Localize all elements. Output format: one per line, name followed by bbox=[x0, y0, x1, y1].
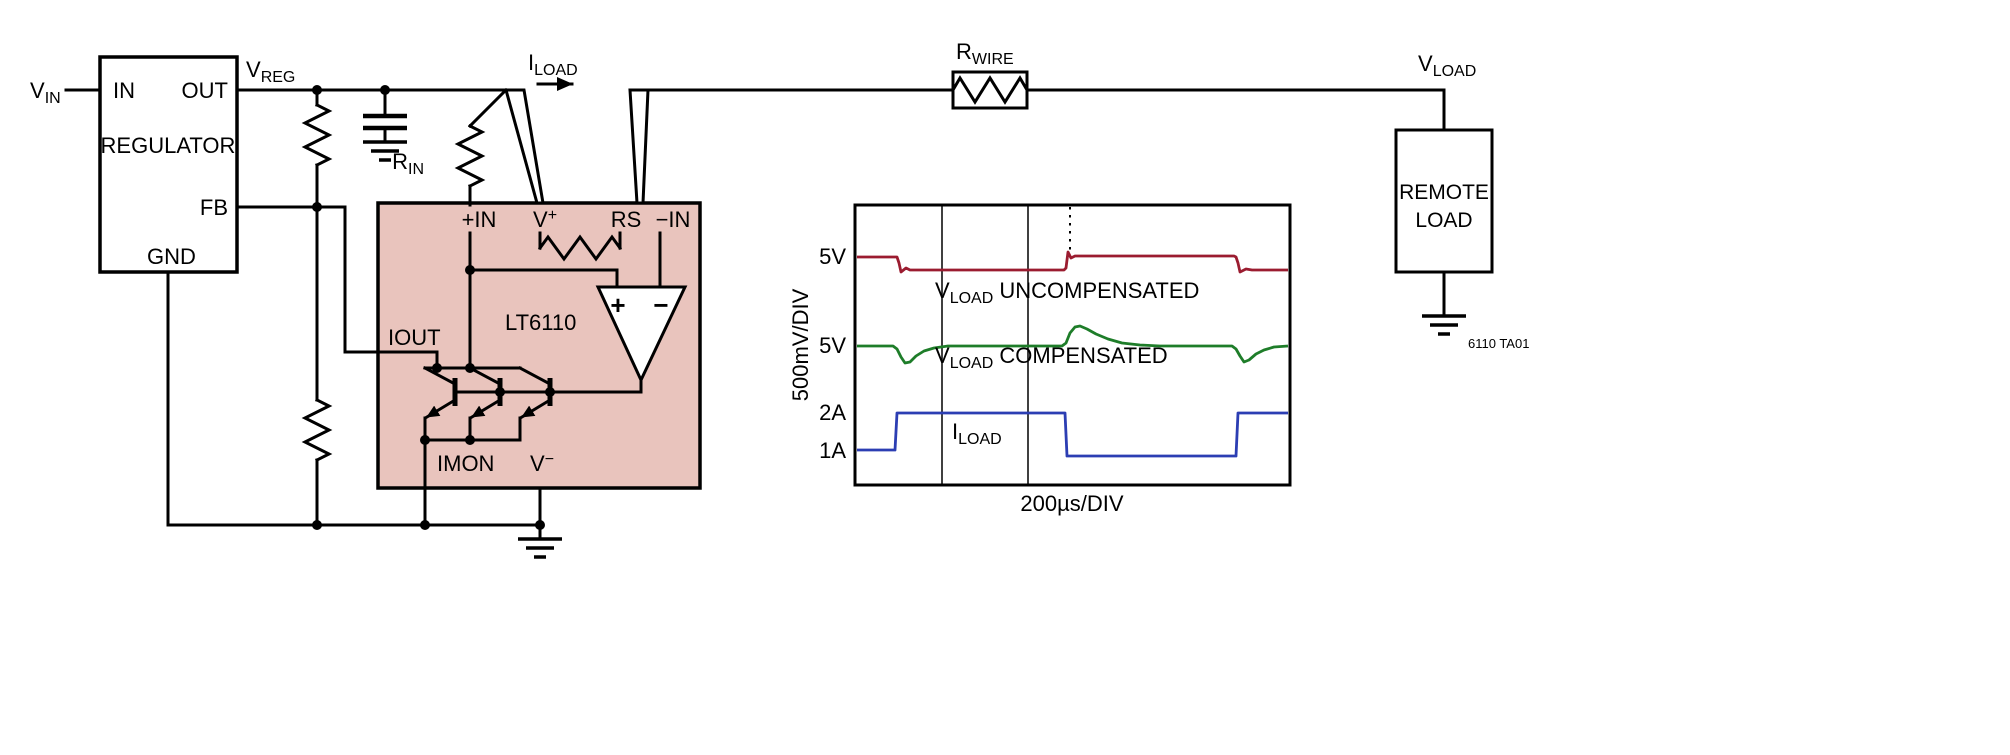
trace-label-iload: ILOAD bbox=[952, 419, 1002, 448]
opamp-plus-label: + bbox=[610, 290, 625, 320]
scope-level-5v-red: 5V bbox=[819, 244, 846, 269]
ground-symbol-load bbox=[1422, 314, 1466, 336]
scope-level-1a: 1A bbox=[819, 438, 846, 463]
divider-resistor-lower bbox=[301, 397, 333, 463]
schematic-labels: VIN IN OUT REGULATOR FB GND VREG ILOAD R… bbox=[30, 39, 1529, 476]
trace-vload-uncompensated bbox=[857, 250, 1288, 274]
trace-label-uncompensated: VLOAD UNCOMPENSATED bbox=[935, 278, 1199, 307]
lt6110-pin-iout-label: IOUT bbox=[388, 325, 441, 350]
lt6110-pin-vplus-label: V+ bbox=[533, 207, 557, 232]
wire-opamp-plus-feed bbox=[468, 268, 619, 289]
scope-y-axis-label: 500mV/DIV bbox=[788, 288, 813, 401]
wire-fb-iout bbox=[235, 205, 439, 370]
rin-resistor bbox=[454, 123, 486, 189]
opamp-triangle bbox=[595, 285, 688, 384]
regulator-pin-in-label: IN bbox=[113, 78, 135, 103]
trace-funnel-left bbox=[504, 88, 545, 205]
ground-symbol-main bbox=[518, 537, 562, 559]
wire-opamp-out bbox=[453, 378, 643, 394]
iload-label: ILOAD bbox=[528, 50, 578, 79]
lt6110-pin-plus-in-label: +IN bbox=[462, 207, 497, 232]
scope-level-5v-green: 5V bbox=[819, 333, 846, 358]
wire-rin-tap bbox=[467, 87, 509, 129]
circuit-id-label: 6110 TA01 bbox=[1468, 336, 1529, 351]
rwire-label: RWIRE bbox=[956, 39, 1014, 68]
remote-load-label-line1: REMOTE bbox=[1399, 181, 1489, 204]
regulator-name-label: REGULATOR bbox=[101, 133, 236, 158]
ground-symbol-cap bbox=[363, 140, 407, 162]
sense-resistor bbox=[537, 234, 623, 262]
rwire-resistor bbox=[950, 75, 1030, 105]
divider-resistor-upper bbox=[301, 102, 333, 168]
vreg-label: VREG bbox=[246, 57, 295, 86]
resistors bbox=[301, 70, 1030, 463]
rin-label: RIN bbox=[392, 149, 424, 178]
lt6110-pin-vminus-label: V− bbox=[530, 451, 554, 476]
regulator-box bbox=[98, 55, 239, 274]
remote-load-label-line2: LOAD bbox=[1415, 209, 1472, 232]
opamp-symbol: + − bbox=[595, 285, 688, 384]
vload-label: VLOAD bbox=[1418, 51, 1476, 80]
regulator-pin-fb-label: FB bbox=[200, 195, 228, 220]
junction-dots bbox=[312, 85, 555, 530]
scope-plot: 5V 5V 2A 1A 500mV/DIV 200µs/DIV VLOAD UN… bbox=[788, 203, 1292, 516]
scope-level-2a: 2A bbox=[819, 400, 846, 425]
opamp-minus-label: − bbox=[653, 290, 668, 320]
trace-label-compensated: VLOAD COMPENSATED bbox=[935, 343, 1168, 372]
wire-gnd-bus bbox=[166, 270, 542, 527]
regulator-pin-out-label: OUT bbox=[182, 78, 228, 103]
trace-funnel-right bbox=[628, 88, 650, 205]
lt6110-pin-rs-label: RS bbox=[611, 207, 642, 232]
trace-vload-compensated bbox=[857, 324, 1289, 365]
vin-label: VIN bbox=[30, 78, 61, 107]
scope-x-axis-label: 200µs/DIV bbox=[1020, 491, 1123, 516]
wire-rwire-to-load bbox=[1025, 88, 1446, 132]
lt6110-pin-imon-label: IMON bbox=[437, 451, 494, 476]
regulator-pin-gnd-label: GND bbox=[147, 244, 196, 269]
capacitor-symbol bbox=[363, 113, 407, 131]
lt6110-pin-minus-in-label: −IN bbox=[656, 207, 691, 232]
lt6110-name-label: LT6110 bbox=[505, 310, 576, 335]
remote-load-box bbox=[1394, 128, 1494, 274]
trace-iload bbox=[857, 411, 1288, 458]
